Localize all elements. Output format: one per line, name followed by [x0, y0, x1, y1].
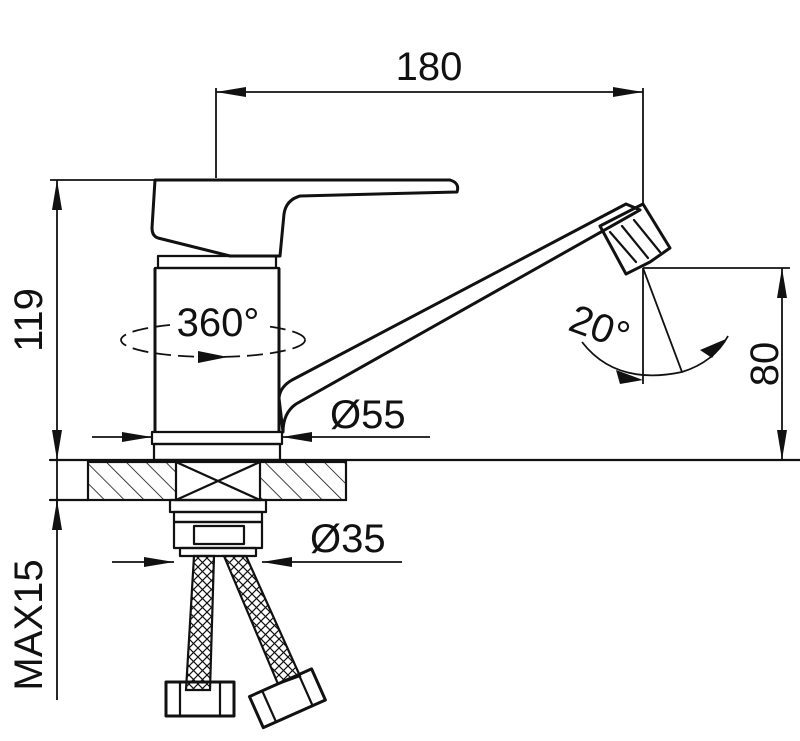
countertop-section	[48, 458, 800, 502]
hose-right	[222, 554, 302, 686]
total-height-label: 119	[7, 288, 51, 352]
thread-diameter-label: Ø35	[310, 517, 386, 561]
aerator-angle-indicator: 20°	[563, 267, 729, 384]
hose-nut-right	[247, 667, 327, 730]
spout-height-label: 80	[743, 342, 787, 387]
swivel-indicator: 360°	[120, 301, 306, 363]
dimension-total-height: 119	[7, 179, 155, 460]
aerator-angle-label: 20°	[563, 297, 635, 359]
dimension-max-thickness: MAX15	[7, 460, 62, 700]
spout-reach-label: 180	[396, 45, 463, 89]
swivel-angle-label: 360°	[177, 301, 260, 345]
hose-nut-left	[164, 680, 236, 718]
base-diameter-label: Ø55	[330, 393, 406, 437]
dimension-spout-height: 80	[643, 267, 790, 460]
dimension-base-diameter: Ø55	[92, 393, 430, 442]
dimension-spout-reach: 180	[215, 45, 644, 206]
flexible-hoses	[164, 554, 327, 730]
faucet-cylinder	[153, 268, 281, 432]
faucet-body	[150, 178, 672, 462]
max-thickness-label: MAX15	[7, 559, 51, 690]
spout	[277, 202, 642, 434]
handle-lever	[150, 178, 460, 258]
hose-left	[184, 554, 216, 692]
dimension-thread-diameter: Ø35	[112, 517, 402, 567]
mounting-assembly	[168, 498, 268, 558]
aerator	[598, 202, 672, 276]
